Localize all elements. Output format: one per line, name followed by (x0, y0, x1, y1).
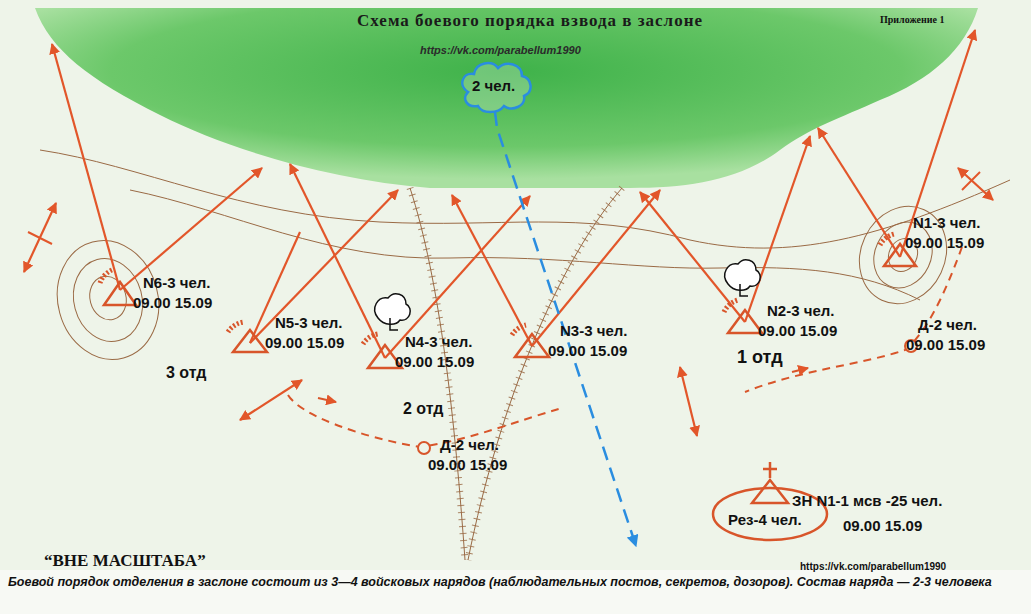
post-detail: 09.00 15.09 (906, 337, 985, 354)
diagram-title: Схема боевого порядка взвода в заслоне (300, 12, 760, 31)
watermark: https://vk.com/parabellum1990 (420, 44, 581, 57)
guard-post: N2-3 чел. 09.00 15.09 (758, 303, 840, 342)
post-label: N4-3 чел. (405, 334, 472, 351)
scale-note: “ВНЕ МАСШТАБА” (44, 551, 206, 571)
post-detail: 09.00 15.09 (905, 235, 984, 252)
post-label: N5-3 чел. (275, 315, 342, 332)
reserve-post: ЗН N1-1 мсв -25 чел. Рез-4 чел. 09.00 15.0… (728, 493, 945, 537)
post-detail: 09.00 15.09 (843, 518, 922, 535)
boundary-ticks (28, 172, 980, 244)
caption: Боевой порядок отделения в заслоне состо… (8, 574, 1020, 591)
post-detail: 09.00 15.09 (133, 295, 212, 312)
post-detail: 09.00 15.09 (265, 335, 344, 352)
guard-post: N1-3 чел. 09.00 15.09 (905, 215, 987, 254)
fire-sectors (100, 234, 894, 344)
post-label: ЗН N1-1 мсв -25 чел. (792, 493, 942, 510)
post-triangles (104, 244, 916, 368)
boundary-arrows (24, 168, 993, 436)
observation-arrows (52, 30, 975, 358)
appendix-note: Приложение 1 (880, 14, 944, 26)
post-label: N6-3 чел. (143, 275, 210, 292)
forest (35, 8, 978, 188)
route-direction (318, 368, 808, 402)
unit-label: 3 отд (166, 364, 207, 382)
tree-symbols (375, 260, 761, 330)
post-label: Д-2 чел. (440, 437, 499, 454)
hill-contours (44, 192, 962, 371)
unit-label: 2 отд (403, 400, 444, 418)
post-label: Д-2 чел. (918, 317, 977, 334)
guard-post: N6-3 чел. 09.00 15.09 (133, 275, 215, 314)
post-label: N3-3 чел. (560, 323, 627, 340)
post-label: 2 чел. (472, 78, 515, 95)
guard-post: N4-3 чел. 09.00 15.09 (395, 334, 477, 373)
guard-post: Д-2 чел. 09.00 15.09 (428, 437, 510, 476)
caption-strip (0, 570, 1031, 614)
guard-post: N3-3 чел. 09.00 15.09 (548, 323, 630, 362)
guard-post: N5-3 чел. 09.00 15.09 (265, 315, 347, 354)
patrol-markers (418, 340, 917, 454)
contour-lines (40, 150, 1010, 300)
guard-post: Д-2 чел. 09.00 15.09 (906, 317, 988, 356)
post-detail: 09.00 15.09 (548, 343, 627, 360)
post-detail: 09.00 15.09 (395, 354, 474, 371)
unit-label: 1 отд (737, 347, 783, 368)
enemy-group-outline (462, 63, 530, 112)
enemy-group: 2 чел. (470, 76, 518, 97)
enemy-movement (495, 112, 636, 546)
watermark: https://vk.com/parabellum1990 (800, 561, 946, 573)
ravine (410, 188, 622, 560)
post-detail: 09.00 15.09 (758, 323, 837, 340)
post-label: N1-3 чел. (913, 215, 980, 232)
post-detail: 09.00 15.09 (428, 457, 507, 474)
patrol-routes (288, 247, 962, 447)
post-label: N2-3 чел. (767, 303, 834, 320)
post-detail: Рез-4 чел. (728, 512, 802, 529)
